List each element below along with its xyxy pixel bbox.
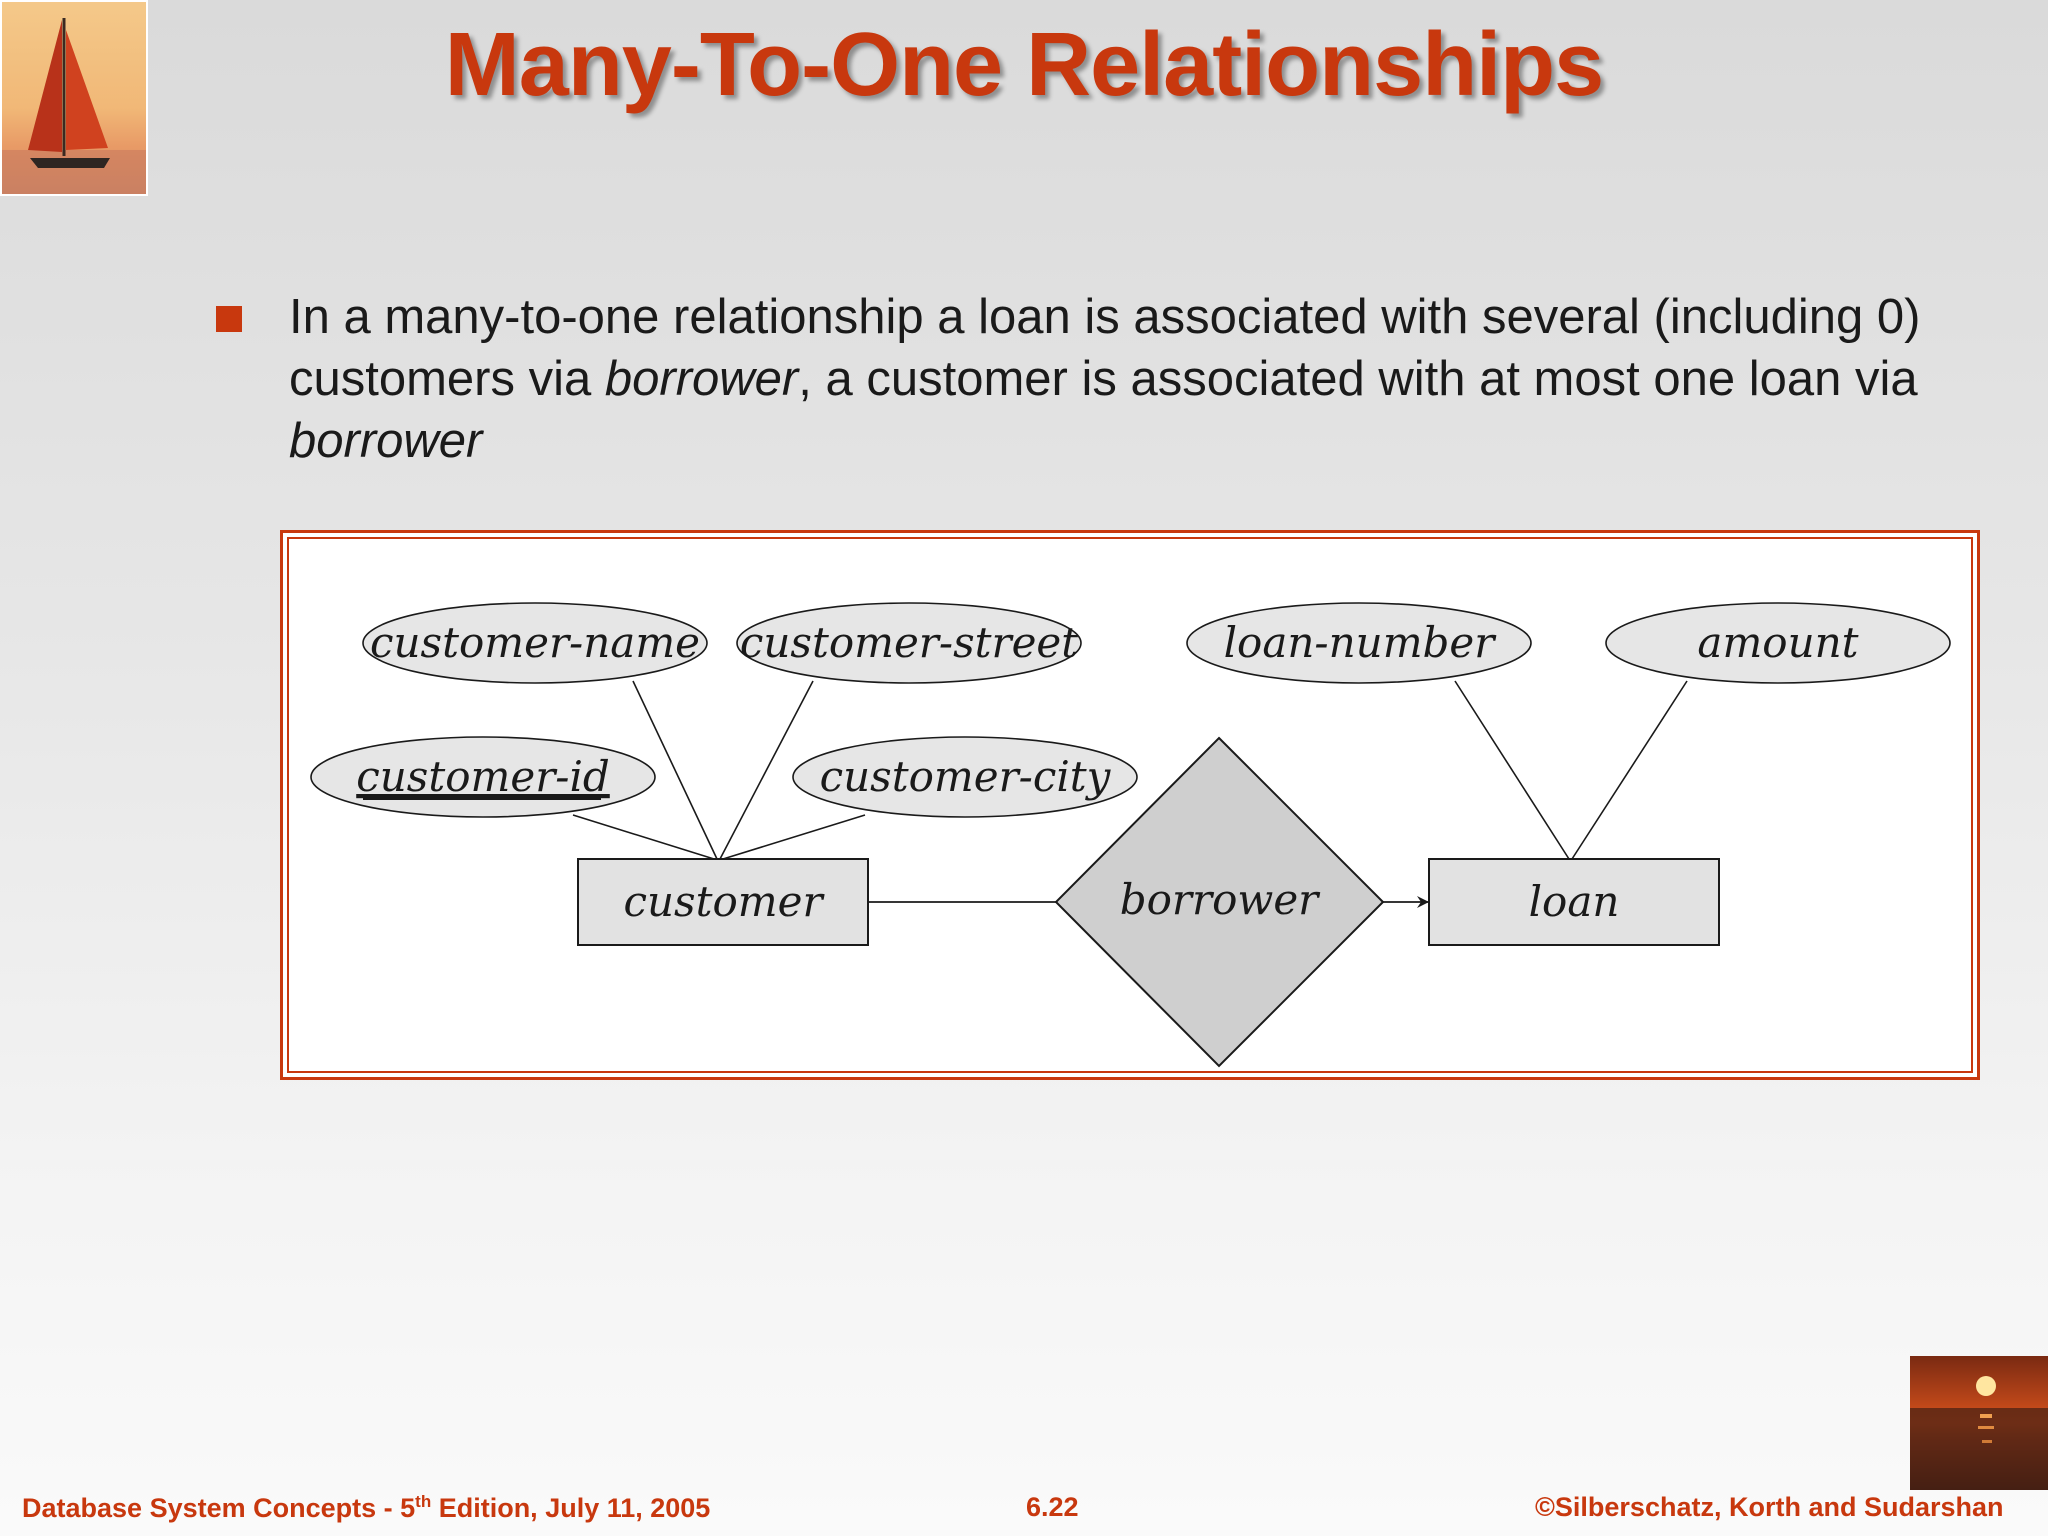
bullet-marker: [216, 306, 242, 332]
svg-text:loan-number: loan-number: [1224, 618, 1498, 667]
attribute-customer-city: customer-city: [792, 736, 1138, 818]
entity-customer: customer: [577, 858, 869, 946]
footer-book-title-prefix: Database System Concepts - 5: [22, 1493, 416, 1523]
bullet-text-part2: , a customer is associated with at most …: [798, 352, 1918, 406]
footer-edition-superscript: th: [415, 1492, 432, 1511]
bullet-text-part1: In a many-to-one relationship a loan is …: [289, 290, 1921, 406]
attribute-amount: amount: [1605, 602, 1951, 684]
slide-title: Many-To-One Relationships: [444, 15, 1604, 115]
edge-amount: [1571, 680, 1688, 860]
er-diagram-frame: customer-name customer-street customer-i…: [280, 530, 1980, 1080]
bullet-text-emphasis-1: borrower: [604, 352, 799, 406]
edge-customer-street: [719, 680, 814, 860]
relationship-borrower: borrower: [1054, 736, 1385, 1068]
edge-customer-city: [722, 814, 866, 860]
svg-text:customer-city: customer-city: [820, 752, 1112, 801]
er-diagram: customer-name customer-street customer-i…: [310, 602, 1951, 1068]
attribute-customer-street: customer-street: [736, 602, 1082, 684]
footer-book-title: Database System Concepts - 5th Edition, …: [22, 1492, 710, 1524]
entity-loan: loan: [1428, 858, 1720, 946]
svg-text:loan: loan: [1529, 877, 1620, 926]
bullet-text-emphasis-2: borrower: [289, 414, 483, 468]
attribute-customer-id: customer-id: [310, 736, 656, 818]
svg-text:amount: amount: [1697, 618, 1858, 667]
edge-customer-id: [572, 814, 715, 860]
sunset-logo-image: [1910, 1356, 2048, 1490]
edge-loan-number: [1454, 680, 1570, 860]
sailboat-logo-image: [0, 0, 148, 196]
footer-slide-number: 6.22: [1026, 1492, 1079, 1522]
footer-copyright: ©Silberschatz, Korth and Sudarshan: [1535, 1492, 2004, 1522]
bullet-text: In a many-to-one relationship a loan is …: [289, 286, 1929, 472]
attribute-customer-name: customer-name: [362, 602, 708, 684]
svg-text:customer-name: customer-name: [370, 618, 700, 667]
attribute-loan-number: loan-number: [1186, 602, 1532, 684]
svg-text:customer: customer: [623, 877, 825, 926]
edge-customer-name: [632, 680, 718, 860]
svg-text:customer-id: customer-id: [356, 752, 610, 801]
svg-text:borrower: borrower: [1120, 875, 1321, 924]
footer-book-title-suffix: Edition, July 11, 2005: [431, 1493, 711, 1523]
svg-text:customer-street: customer-street: [740, 618, 1078, 667]
